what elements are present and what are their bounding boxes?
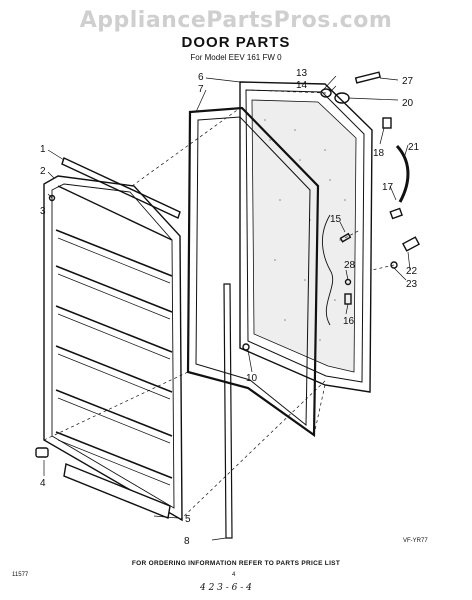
callout-4: 4	[40, 478, 46, 489]
outer-door-panel	[239, 81, 373, 393]
callout-3: 3	[40, 206, 46, 217]
plug-part-4	[35, 447, 49, 458]
handle-part-21	[395, 144, 410, 203]
callout-7: 7	[198, 84, 204, 95]
bracket-part-27	[354, 71, 381, 84]
callout-1: 1	[40, 144, 46, 155]
bushing-part-13	[320, 88, 332, 98]
callout-27: 27	[402, 76, 414, 87]
ordering-note: FOR ORDERING INFORMATION REFER TO PARTS …	[131, 560, 341, 567]
hinge-rod	[223, 283, 233, 539]
callout-21: 21	[408, 142, 420, 153]
handwritten-note: 4 2 3 - 6 - 4	[200, 583, 252, 593]
callout-14: 14	[296, 80, 308, 91]
callout-16: 16	[343, 316, 355, 327]
pin-part-15	[339, 232, 352, 243]
switch-part-18	[382, 117, 392, 129]
door-gasket	[186, 106, 320, 438]
callout-8: 8	[184, 536, 190, 547]
callout-20: 20	[402, 98, 414, 109]
diagram-title: DOOR PARTS	[181, 34, 291, 51]
stop-part-10	[242, 343, 250, 351]
callout-28: 28	[344, 260, 356, 271]
bracket-part-22	[401, 236, 421, 252]
callout-15: 15	[330, 214, 342, 225]
top-trim-strip	[61, 157, 181, 219]
model-subtitle: For Model EEV 161 FW 0	[190, 53, 282, 62]
callout-17: 17	[382, 182, 394, 193]
callout-10: 10	[246, 373, 258, 384]
callout-13: 13	[296, 68, 308, 79]
callout-18: 18	[373, 148, 385, 159]
watermark-text: AppliancePartsPros.com	[79, 8, 393, 33]
inner-door-liner	[43, 175, 183, 522]
figure-code: VF-YR77	[403, 538, 428, 544]
document-code: 11577	[12, 572, 29, 578]
callout-2: 2	[40, 166, 46, 177]
latch-part-17	[389, 207, 403, 220]
callout-6: 6	[198, 72, 204, 83]
screw-part-3	[48, 194, 56, 202]
callout-22: 22	[406, 266, 418, 277]
page-number: 4	[232, 572, 236, 578]
bottom-trim-strip	[63, 463, 171, 519]
callout-5: 5	[185, 514, 191, 525]
callout-23: 23	[406, 279, 418, 290]
